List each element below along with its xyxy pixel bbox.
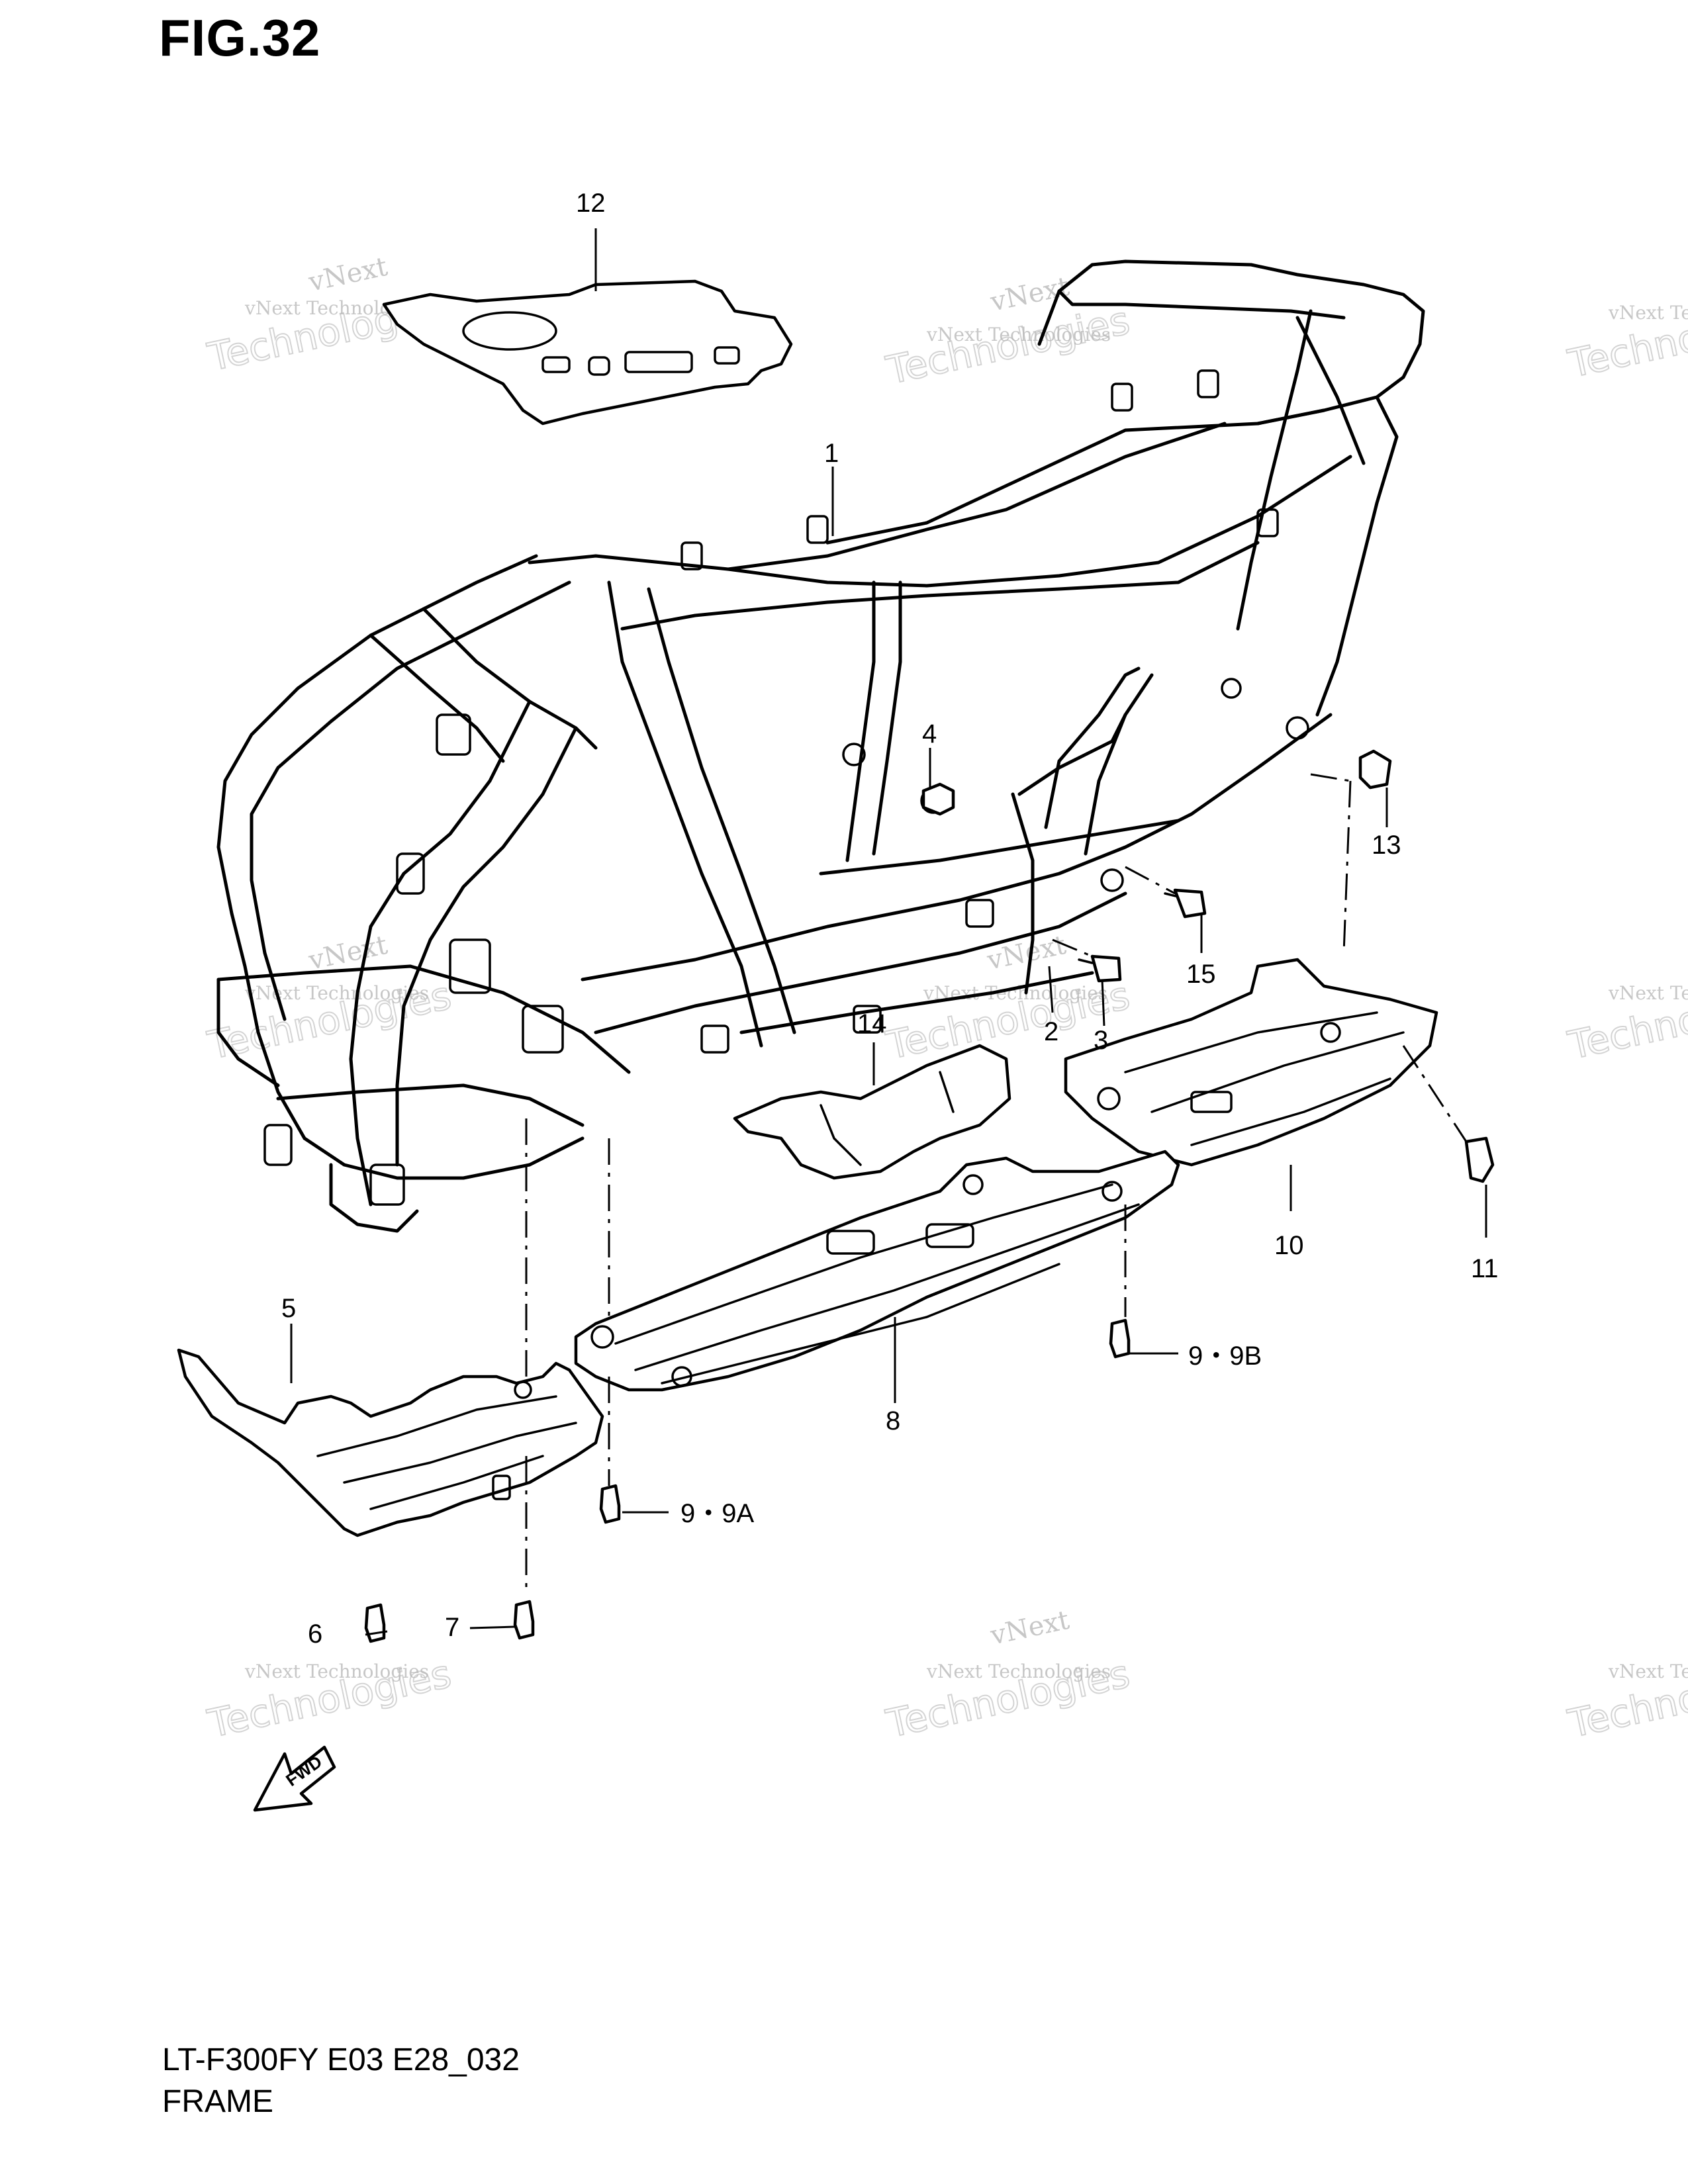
part-15-bolt [1164,888,1207,919]
part-1-main-frame [216,259,1425,1233]
callout-8: 8 [886,1406,900,1435]
model-code: LT-F300FY E03 E28_032 [162,2042,520,2077]
forward-arrow-icon: FWD [253,1745,336,1812]
part-12-cover-plate [382,279,793,426]
svg-text:vNext Technologies: vNext Technologies [1608,1661,1688,1682]
watermark-bottom-right: vNext Technologies Technologies [1564,1651,1688,1747]
watermark-top-right: vNext Technologies Technologies [1564,291,1688,387]
part-4-nut [921,782,955,816]
watermark-middle-right: vNext Technologies Technologies [1564,972,1688,1069]
assembly-lines [525,773,1468,1595]
callout-15: 15 [1186,960,1216,989]
svg-text:vNext Technologies: vNext Technologies [1608,982,1688,1004]
callout-6: 6 [308,1619,322,1649]
part-8-center-skid-plate [574,1150,1180,1392]
part-6-bolt [364,1603,386,1643]
part-7-bolt [513,1600,535,1640]
part-10-rear-skid-plate [1064,958,1438,1167]
callout-10: 10 [1274,1231,1304,1260]
callout-5: 5 [281,1294,296,1323]
part-3-bolt [1078,954,1122,983]
watermark-bottom-center: vNext Technologies vNext Technologies [882,1605,1135,1747]
callout-13: 13 [1372,831,1401,860]
svg-text:vNext Technologies: vNext Technologies [1608,302,1688,324]
figure-title: FIG.32 [159,9,321,67]
svg-text:vNext Technologies: vNext Technologies [926,324,1111,345]
callout-labels: 12 1 4 13 15 14 2 3 10 11 9・9B 8 5 9・9A … [281,189,1499,1649]
part-9-9a-bolt [599,1484,621,1524]
part-11-bolt [1464,1136,1495,1183]
svg-text:vNext Technologies: vNext Technologies [923,982,1107,1004]
part-9-9b-bolt [1109,1318,1131,1359]
callout-2: 2 [1044,1017,1058,1046]
callout-9-9a: 9・9A [680,1499,754,1528]
section-name: FRAME [162,2084,273,2119]
callout-12: 12 [576,189,606,218]
svg-text:vNext: vNext [988,1605,1072,1651]
callout-14: 14 [857,1009,887,1038]
svg-text:vNext Technologies: vNext Technologies [926,1661,1111,1682]
callout-9-9b: 9・9B [1188,1342,1262,1371]
part-14-heat-shield [733,1044,1011,1180]
callout-7: 7 [445,1613,459,1642]
leader-lines [290,228,1487,1636]
callout-1: 1 [824,439,839,468]
svg-text:vNext Technologies: vNext Technologies [244,1661,429,1682]
callout-4: 4 [922,719,937,749]
watermark-bottom-left: vNext Technologies Technologies [203,1651,456,1747]
callout-11: 11 [1471,1254,1499,1283]
part-5-front-skid-plate [177,1348,604,1537]
part-13-bushing [1358,749,1392,790]
svg-text:vNext: vNext [306,251,391,298]
callout-3: 3 [1094,1026,1108,1055]
watermark-top-center: vNext Technologies vNext Technologies [882,271,1135,394]
